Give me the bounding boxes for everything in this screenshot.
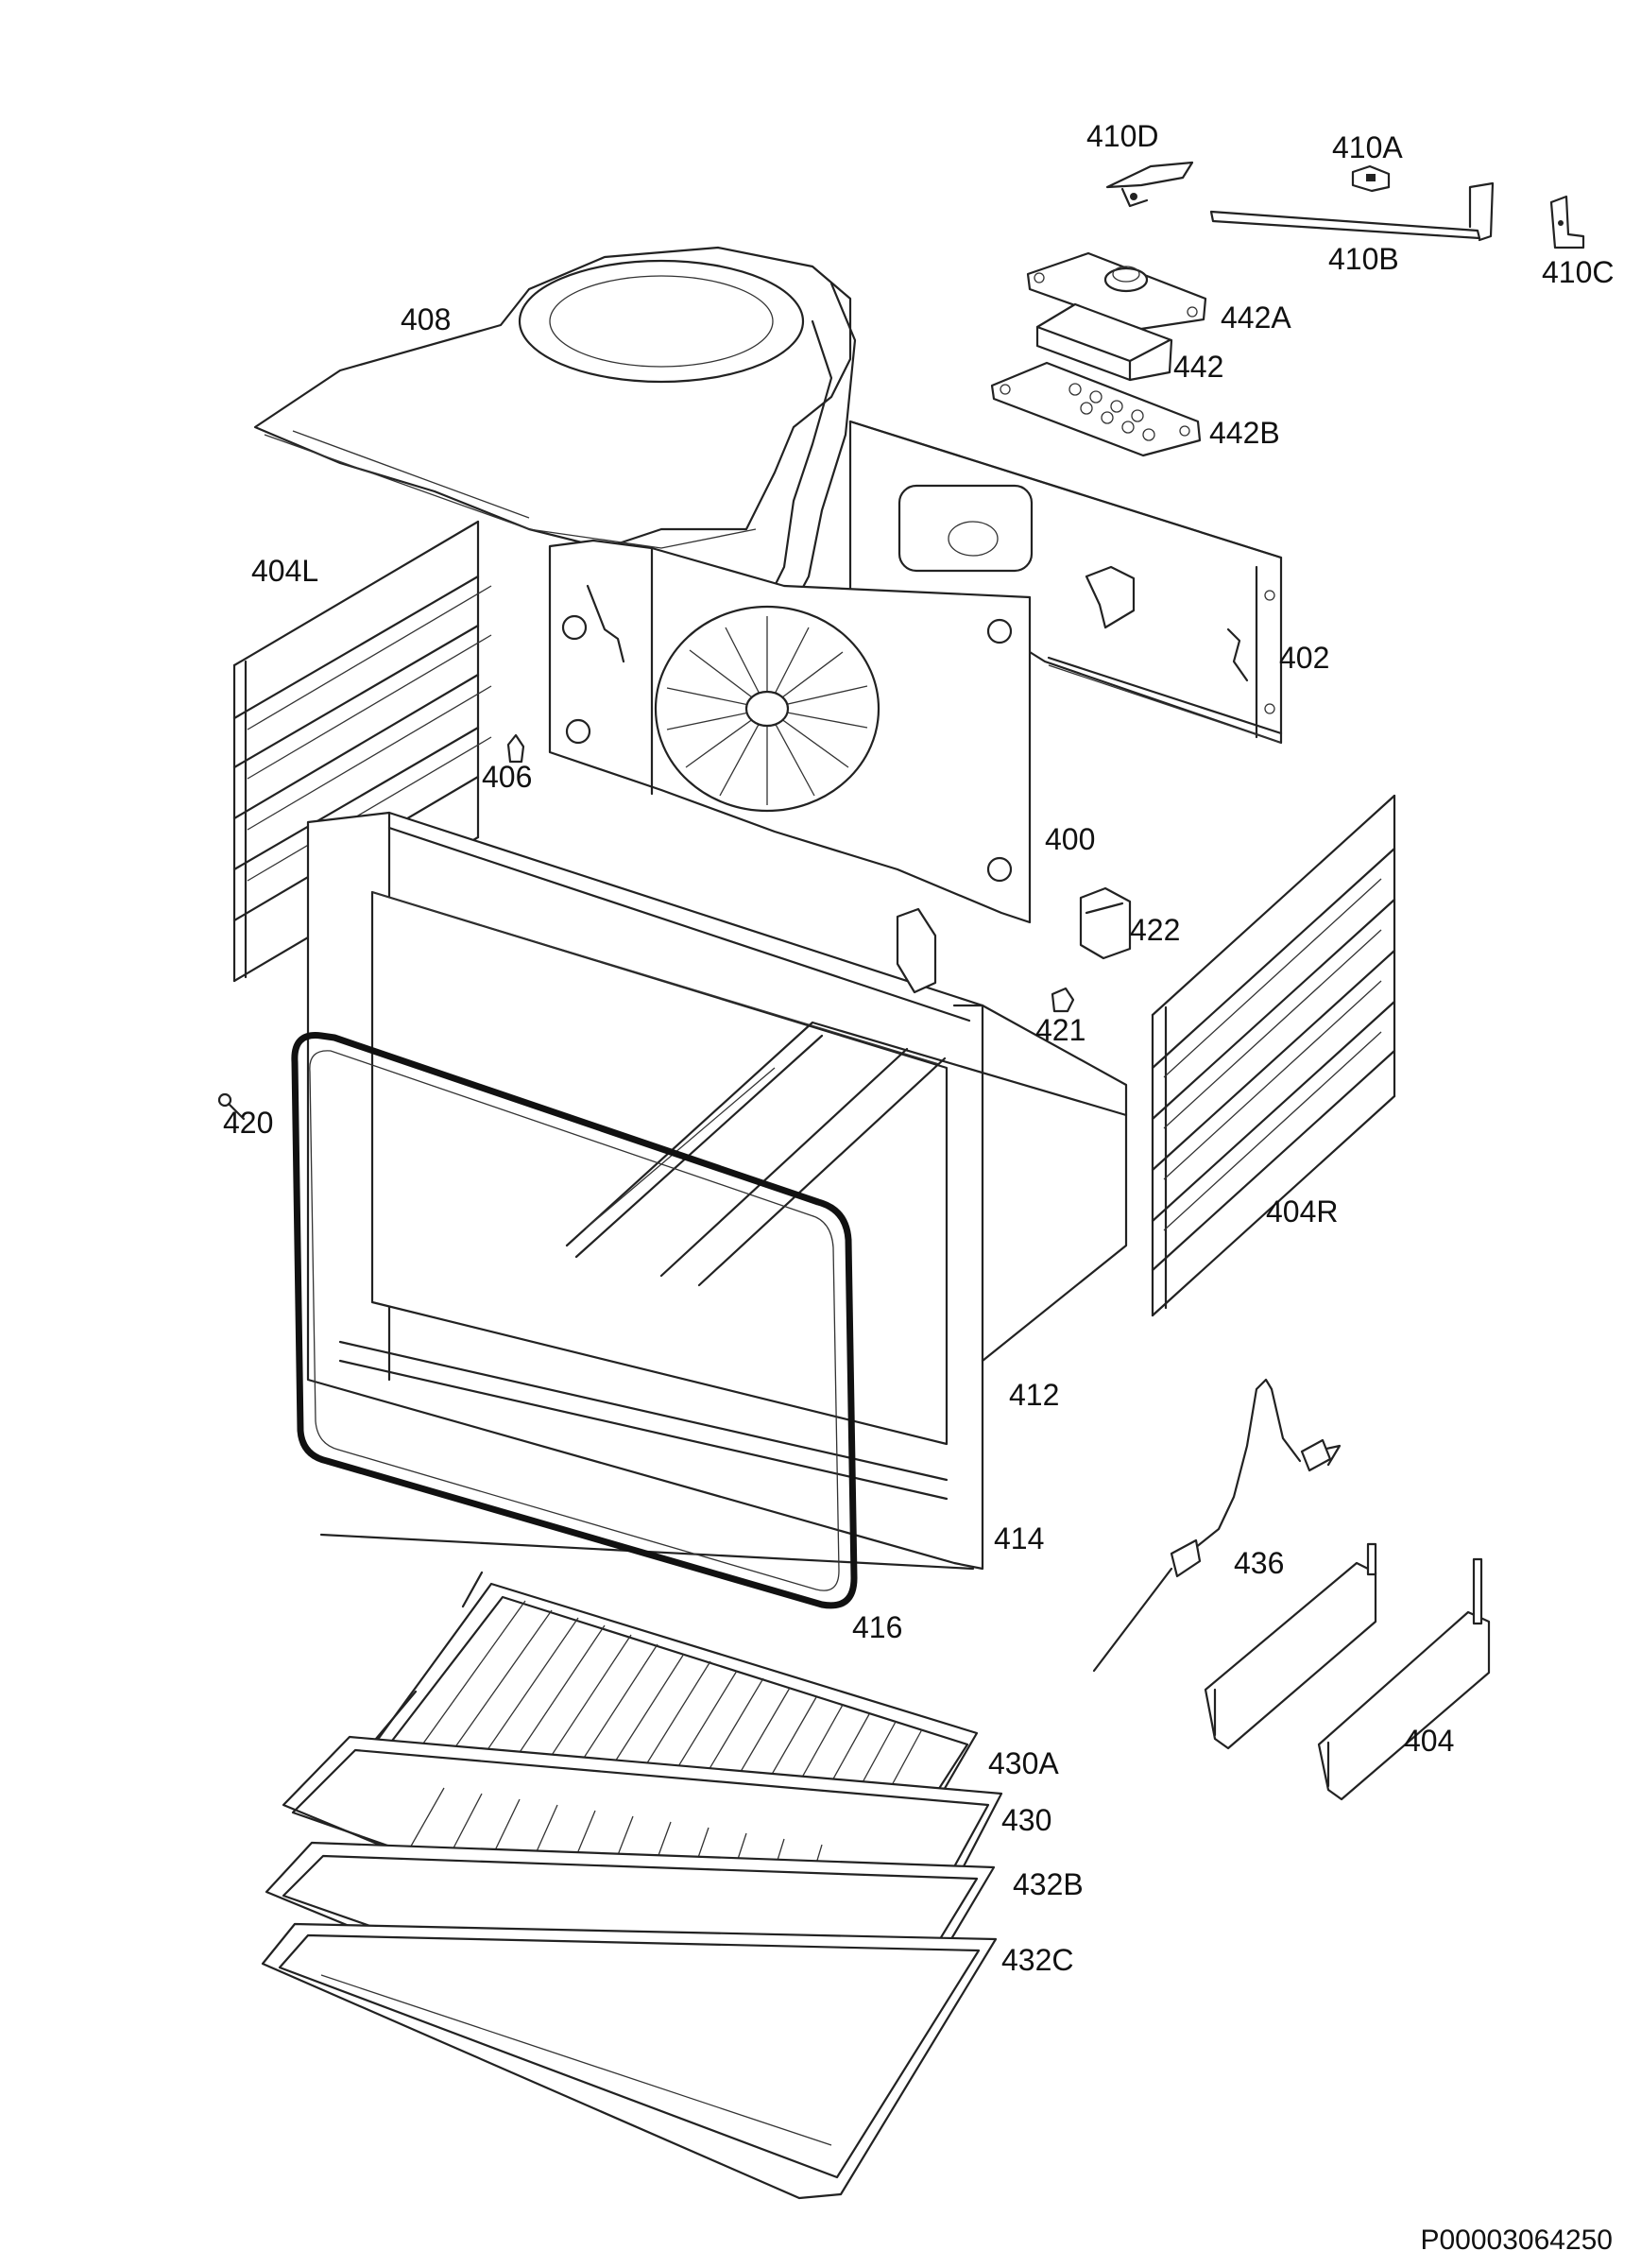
- label-400: 400: [1045, 822, 1096, 856]
- label-430A: 430A: [988, 1746, 1059, 1780]
- label-410D: 410D: [1086, 119, 1159, 153]
- label-408: 408: [401, 302, 452, 336]
- part-442B-holder: [990, 361, 1202, 457]
- part-422-lamp-holder: [1079, 886, 1132, 960]
- label-442B: 442B: [1209, 416, 1280, 450]
- part-412-cavity: [306, 811, 1128, 1571]
- label-432C: 432C: [1001, 1943, 1074, 1977]
- part-442A-cover: [1026, 251, 1207, 331]
- label-416: 416: [852, 1610, 903, 1644]
- part-416-door-seal: [291, 1032, 858, 1609]
- part-421-plug: [1051, 987, 1075, 1013]
- part-410D-clip: [1105, 161, 1194, 208]
- label-442A: 442A: [1221, 301, 1291, 335]
- part-410B-rail: [1209, 181, 1495, 242]
- label-421: 421: [1035, 1013, 1086, 1047]
- label-420: 420: [223, 1106, 274, 1140]
- part-436-probe: [1092, 1378, 1342, 1673]
- part-404-runners: [1204, 1542, 1491, 1801]
- part-420-screw: [217, 1092, 246, 1121]
- label-422: 422: [1130, 913, 1181, 947]
- label-410C: 410C: [1542, 255, 1615, 289]
- label-442: 442: [1173, 350, 1224, 384]
- part-406-clip: [506, 733, 525, 764]
- part-404R-shelf-support: [1151, 794, 1396, 1317]
- label-410A: 410A: [1332, 130, 1403, 164]
- document-id: P00003064250: [1420, 2225, 1613, 2256]
- part-408-fan-cover: [253, 246, 857, 607]
- label-404L: 404L: [251, 554, 319, 588]
- part-410C-bracket: [1549, 195, 1585, 249]
- part-400-back-wall: [548, 539, 1032, 924]
- label-432B: 432B: [1013, 1867, 1084, 1901]
- label-436: 436: [1234, 1546, 1285, 1580]
- part-410A-bracket: [1351, 164, 1391, 193]
- label-404R: 404R: [1266, 1194, 1339, 1228]
- part-432C-tray: [261, 1922, 998, 2200]
- label-414: 414: [994, 1521, 1045, 1555]
- label-430: 430: [1001, 1803, 1052, 1837]
- label-406: 406: [482, 760, 533, 794]
- label-402: 402: [1279, 641, 1330, 675]
- label-410B: 410B: [1328, 242, 1399, 276]
- part-402-back-panel: [848, 420, 1283, 745]
- part-442-block: [1035, 302, 1173, 382]
- label-404: 404: [1404, 1724, 1455, 1758]
- label-412: 412: [1009, 1378, 1060, 1412]
